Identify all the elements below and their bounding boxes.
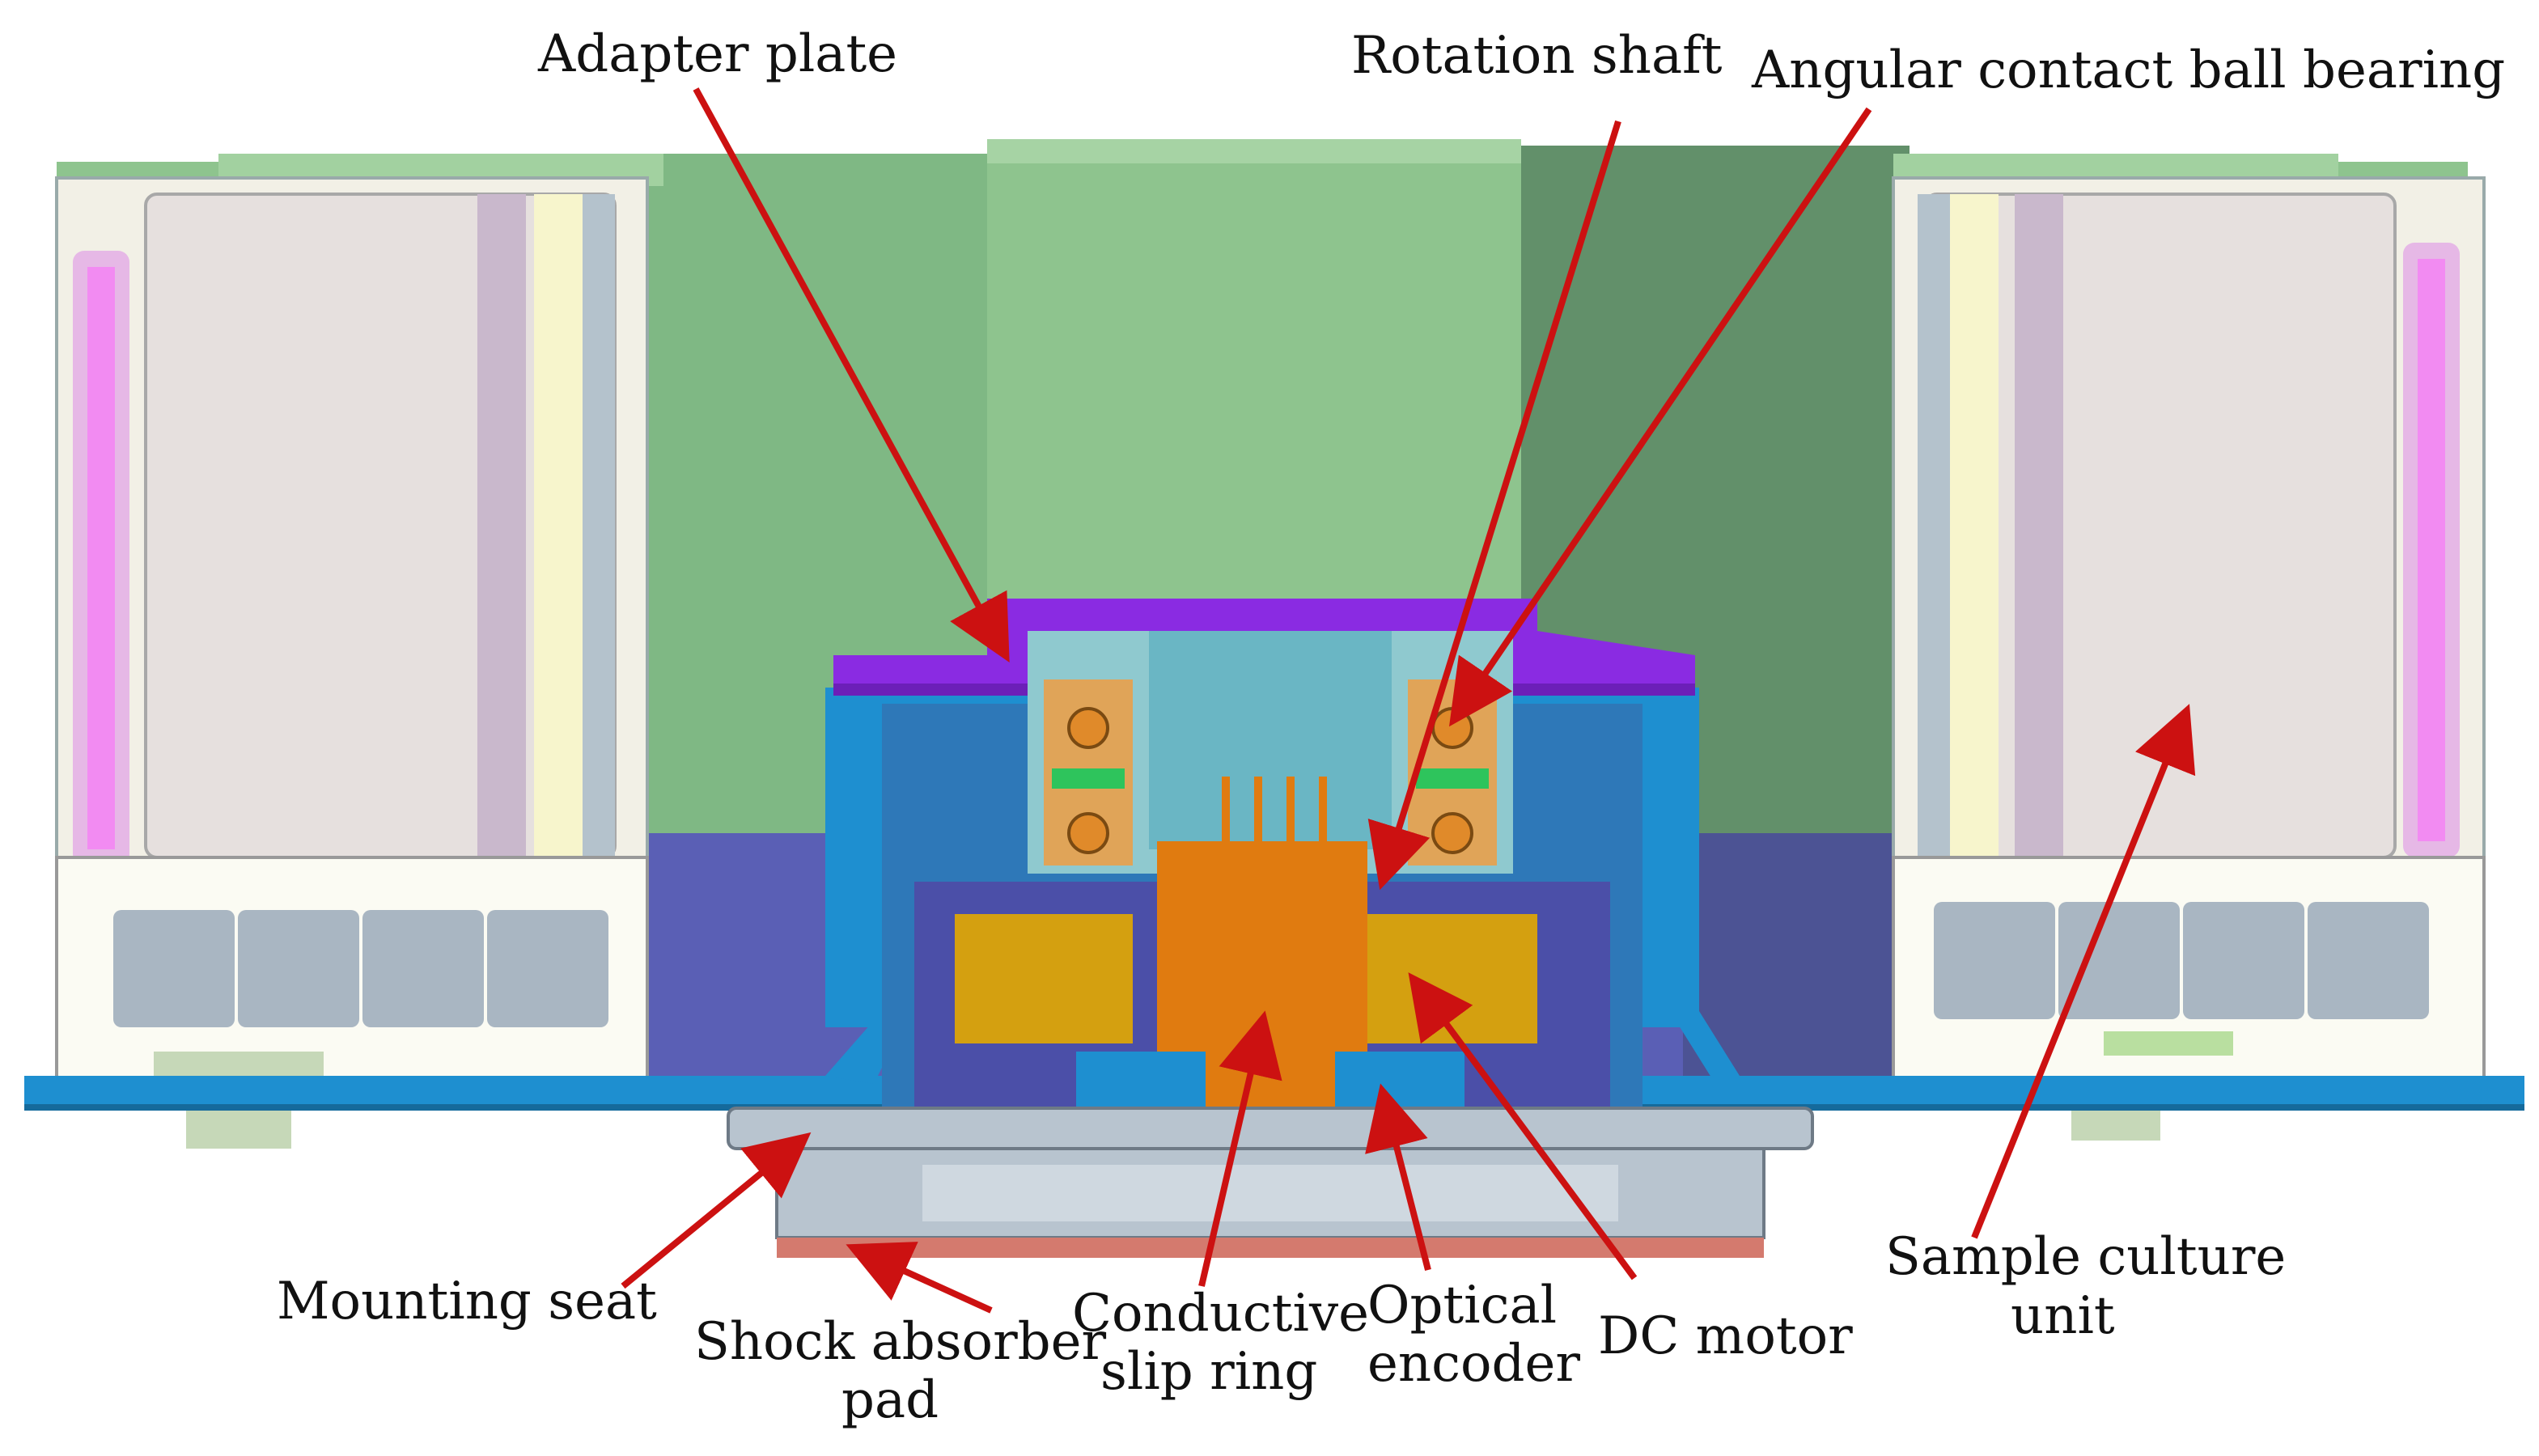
arrow-optical-encoder: [1365, 1083, 1431, 1271]
callout-arrows: [621, 87, 2196, 1314]
arrow-dc-motor: [1408, 972, 1638, 1280]
arrow-mounting-seat: [621, 1132, 812, 1289]
label-shock-absorber-pad-line1: Shock absorber: [694, 1312, 1107, 1372]
label-conductive-slip-ring-line1: Conductive: [1072, 1284, 1369, 1344]
mounting-seat-shape: [727, 1107, 1814, 1239]
label-angular-contact-ball-bearing: Angular contact ball bearing: [1751, 40, 2505, 100]
label-adapter-plate: Adapter plate: [537, 24, 897, 84]
arrow-sample-culture-unit: [1971, 704, 2196, 1239]
callout-labels: Adapter plate Rotation shaft Angular con…: [277, 24, 2505, 1430]
label-dc-motor: DC motor: [1598, 1306, 1853, 1366]
arrow-conductive-slip-ring: [1198, 1010, 1282, 1287]
arrow-adapter-plate: [693, 87, 1010, 663]
label-conductive-slip-ring-line2: slip ring: [1100, 1342, 1317, 1402]
label-shock-absorber-pad-line2: pad: [841, 1370, 939, 1430]
label-mounting-seat: Mounting seat: [277, 1272, 657, 1331]
shock-absorber-pad-shape: [777, 1238, 1764, 1258]
label-sample-culture-unit-line1: Sample culture: [1885, 1227, 2286, 1287]
label-optical-encoder-line2: encoder: [1367, 1334, 1580, 1394]
label-rotation-shaft: Rotation shaft: [1351, 26, 1723, 86]
label-optical-encoder-line1: Optical: [1367, 1276, 1557, 1335]
arrow-rotation-shaft: [1367, 120, 1621, 891]
sample-culture-unit-right: [1892, 176, 2486, 1141]
arrow-shock-absorber-pad: [846, 1242, 993, 1314]
arrow-angular-contact-ball-bearing: [1449, 107, 1872, 727]
sample-culture-unit-left: [55, 176, 649, 1149]
label-sample-culture-unit-line2: unit: [2011, 1286, 2115, 1346]
